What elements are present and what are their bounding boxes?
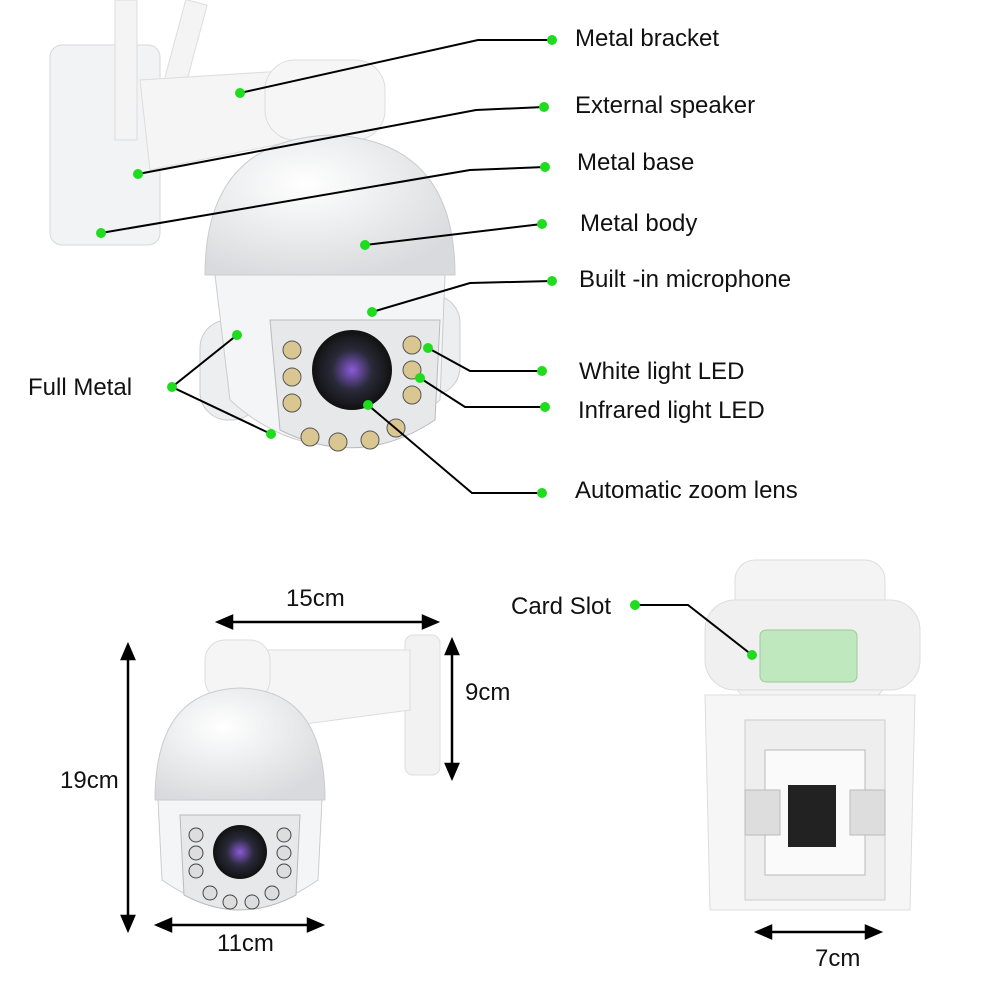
marker-dots xyxy=(96,35,757,660)
label-built-in-microphone: Built -in microphone xyxy=(579,266,792,293)
dim-body-width: 11cm xyxy=(217,930,274,957)
dim-bracket-length: 15cm xyxy=(286,585,345,612)
label-metal-bracket: Metal bracket xyxy=(575,25,720,52)
back-camera-image xyxy=(704,559,921,911)
dim-total-height: 19cm xyxy=(60,767,119,794)
label-infrared-light-led: Infrared light LED xyxy=(578,397,765,424)
label-metal-body: Metal body xyxy=(580,210,698,237)
label-metal-base: Metal base xyxy=(577,149,695,176)
label-white-light-led: White light LED xyxy=(579,358,745,385)
label-full-metal: Full Metal xyxy=(28,374,133,401)
label-card-slot: Card Slot xyxy=(511,593,612,620)
dimension-arrows xyxy=(120,614,884,940)
label-external-speaker: External speaker xyxy=(575,92,756,119)
dim-back-width: 7cm xyxy=(815,945,861,972)
dim-bracket-height: 9cm xyxy=(465,679,511,706)
front-camera-dimension-image xyxy=(154,634,441,911)
label-automatic-zoom-lens: Automatic zoom lens xyxy=(575,477,798,504)
